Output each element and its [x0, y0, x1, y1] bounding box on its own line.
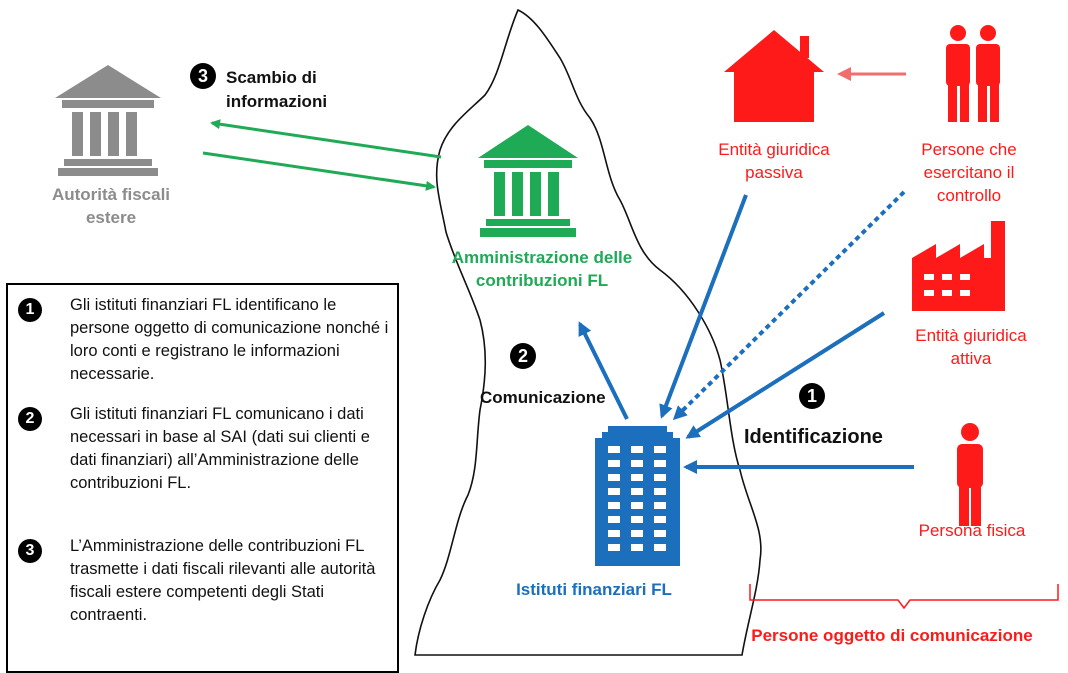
arrow-passive-entity: [659, 194, 748, 419]
tax-administration-label: Amministrazione delle contribuzioni FL: [451, 248, 633, 290]
reportable-persons-label: Persone oggetto di comunicazione: [751, 626, 1033, 645]
communication-label: Comunicazione: [480, 388, 606, 407]
legend-number-1: 1: [18, 298, 42, 322]
legend-text-1: Gli istituti finanziari FL identificano …: [70, 296, 389, 383]
legend-box: 1 Gli istituti finanziari FL identifican…: [6, 283, 399, 673]
tax-admin-bank-icon: [478, 125, 578, 237]
natural-person-label: Persona fisica: [918, 521, 1026, 540]
legend-number-2: 2: [18, 407, 42, 431]
house-icon: [724, 30, 824, 122]
step-number-2-map: 2: [510, 343, 536, 369]
financial-institutions-label: Istituti finanziari FL: [516, 580, 672, 599]
foreign-bank-icon: [55, 65, 161, 176]
active-entity-label: Entità giuridica attiva: [915, 326, 1027, 368]
person-icon: [957, 423, 983, 526]
controlling-persons-label: Persone che esercitano il controllo: [921, 140, 1017, 205]
arrow-from-foreign-authorities: [202, 151, 436, 191]
arrow-to-foreign-authorities: [210, 119, 442, 159]
legend-text-3: L’Amministrazione delle contribuzioni FL…: [70, 537, 376, 624]
step-number-3-top: 3: [190, 63, 216, 89]
factory-icon: [912, 221, 1005, 311]
two-persons-icon: [946, 25, 1000, 122]
step-number-1-map: 1: [799, 383, 825, 409]
foreign-authorities-label: Autorità fiscali estere: [51, 185, 171, 227]
arrow-communication: [578, 321, 629, 420]
identification-label: Identificazione: [744, 426, 883, 448]
reportable-bracket: [749, 584, 1059, 610]
arrow-active-entity: [685, 311, 886, 439]
legend-text-2: Gli istituti finanziari FL comunicano i …: [70, 405, 370, 492]
arrow-controlling-persons: [672, 190, 906, 421]
financial-building-icon: [595, 426, 680, 566]
exchange-info-label: Scambio di informazioni: [226, 68, 328, 111]
legend-number-3: 3: [18, 539, 42, 563]
country-outline: [414, 8, 762, 656]
passive-entity-label: Entità giuridica passiva: [718, 140, 830, 182]
